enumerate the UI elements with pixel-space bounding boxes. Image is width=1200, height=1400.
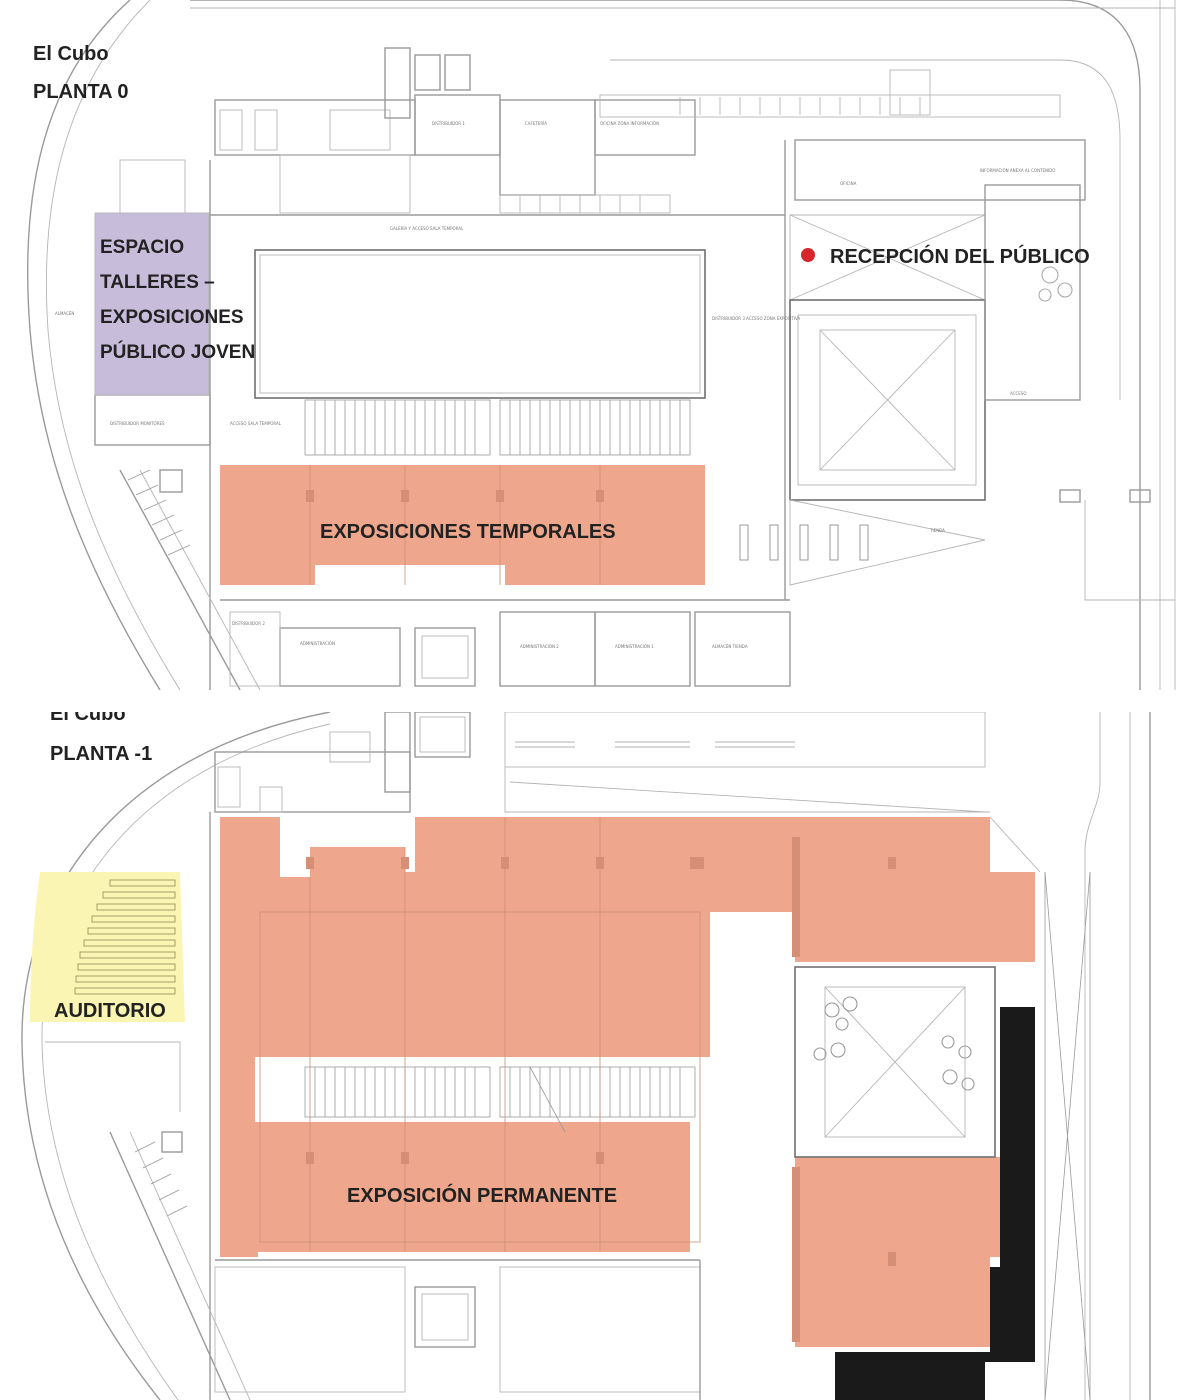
zone-exposiciones-temporales <box>220 465 705 585</box>
exposicion-permanente-label: EXPOSICIÓN PERMANENTE <box>347 1183 617 1207</box>
talleres-label-line-1: ESPACIO <box>100 237 184 258</box>
svg-text:INFORMACIÓN ANEXA AL CONTENIDO: INFORMACIÓN ANEXA AL CONTENIDO <box>980 168 1055 173</box>
svg-text:OFICINA: OFICINA <box>840 181 857 186</box>
building-name-bottom: El Cubo <box>50 712 126 725</box>
building-name-top: El Cubo <box>33 43 109 65</box>
cafeteria-room <box>499 99 596 196</box>
inner-top-wall <box>610 59 1121 400</box>
svg-text:DISTRIBUIDOR MONITORES: DISTRIBUIDOR MONITORES <box>110 421 165 426</box>
outer-top-wall <box>190 0 1141 690</box>
outer-curve-wall-inner <box>45 0 181 691</box>
outer-curve-wall <box>26 0 161 691</box>
svg-text:DISTRIBUIDOR 1: DISTRIBUIDOR 1 <box>432 121 465 126</box>
outer-curve-wall-lower <box>21 712 331 1400</box>
zone-exposicion-permanente-south <box>220 1122 690 1252</box>
svg-text:ADMINISTRACIÓN: ADMINISTRACIÓN <box>300 641 335 646</box>
level-label-top: PLANTA 0 <box>33 81 129 103</box>
zone-exposicion-permanente-north <box>220 817 1035 1127</box>
svg-text:ACCESO SALA TEMPORAL: ACCESO SALA TEMPORAL <box>230 421 282 426</box>
level-label-bottom: PLANTA -1 <box>50 743 152 765</box>
auditorio-label: AUDITORIO <box>54 1000 166 1022</box>
svg-text:ALMACÉN TIENDA: ALMACÉN TIENDA <box>712 644 748 649</box>
zone-talleres-publico-joven <box>95 213 209 395</box>
svg-text:OFICINA ZONA INFORMACIÓN: OFICINA ZONA INFORMACIÓN <box>600 121 659 126</box>
elevator-level-minus-1-top <box>414 712 471 758</box>
elevator-level-0 <box>414 627 476 687</box>
svg-text:ADMINISTRACIÓN 2: ADMINISTRACIÓN 2 <box>520 644 559 649</box>
svg-text:DISTRIBUIDOR 2: DISTRIBUIDOR 2 <box>232 621 265 626</box>
floor-plan-level-0-drawing: DISTRIBUIDOR 1 CAFETERÍA OFICINA ZONA IN… <box>26 0 1176 691</box>
svg-text:ADMINISTRACIÓN 1: ADMINISTRACIÓN 1 <box>615 644 654 649</box>
svg-text:ACCESO: ACCESO <box>1010 391 1026 396</box>
talleres-label-line-2: TALLERES – <box>100 272 215 293</box>
central-atrium-lower <box>794 966 996 1158</box>
floor-plan-level-0: DISTRIBUIDOR 1 CAFETERÍA OFICINA ZONA IN… <box>26 0 1176 691</box>
floor-plan-level-minus-1: El Cubo PLANTA -1 AUDITORIO EXPOSICIÓN P… <box>0 712 1200 1400</box>
reception-marker <box>801 248 815 262</box>
svg-text:CAFETERÍA: CAFETERÍA <box>525 121 547 126</box>
recepcion-label: RECEPCIÓN DEL PÚBLICO <box>830 244 1090 268</box>
exposiciones-temporales-label: EXPOSICIONES TEMPORALES <box>320 521 616 543</box>
elevator-level-minus-1 <box>414 1286 476 1348</box>
dark-structural-block <box>835 1007 1035 1400</box>
svg-text:GALERÍA Y ACCESO SALA TEMPORAL: GALERÍA Y ACCESO SALA TEMPORAL <box>390 226 464 231</box>
floor-plan-level-minus-1-drawing: El Cubo PLANTA -1 AUDITORIO EXPOSICIÓN P… <box>21 712 1151 1400</box>
zone-auditorio <box>30 872 185 1022</box>
auditorio-seating <box>74 879 176 995</box>
stairs-level-0 <box>304 399 691 456</box>
temporary-hall-atrium <box>254 249 706 399</box>
svg-text:DISTRIBUIDOR 3 ACCESO ZONA EXP: DISTRIBUIDOR 3 ACCESO ZONA EXPOSITIVA <box>712 316 800 321</box>
svg-text:TIENDA: TIENDA <box>929 528 945 533</box>
talleres-label-line-4: PÚBLICO JOVEN <box>100 341 255 363</box>
talleres-label-line-3: EXPOSICIONES <box>100 307 244 328</box>
zone-exposicion-permanente-east <box>795 1157 1015 1347</box>
svg-text:ALMACÉN: ALMACÉN <box>55 311 74 316</box>
